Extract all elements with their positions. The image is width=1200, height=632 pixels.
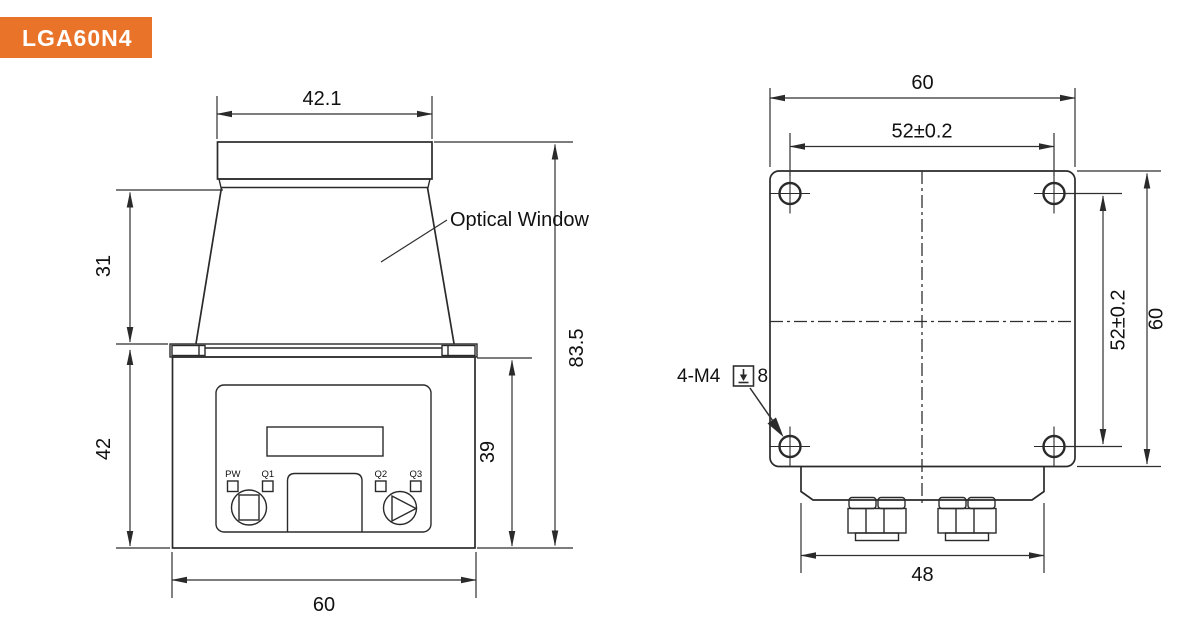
dim-body-height-value: 42 [93,438,115,460]
q3-led [409,480,422,493]
thread-callout-arrowhead [767,417,784,437]
dim-body-height: 42 [93,349,170,549]
dim-hole-spacing-horizontal-value: 52±0.2 [891,121,952,143]
dim-panel-height: 39 [477,357,532,547]
q2-led [374,480,387,493]
dim-window-height-value: 31 [93,255,115,277]
device-body [171,356,476,549]
front-panel-outline [215,384,432,533]
body-flange [169,343,478,358]
pw-label: PW [225,469,240,480]
back-view: 60 52±0.2 52±0.2 60 48 [677,72,1168,586]
cable-gland-left [847,496,907,542]
q1-led [261,480,274,493]
panel-notch [286,472,363,532]
front-panel: PW Q1 Q2 Q3 [215,384,432,533]
play-button-icon [391,494,418,523]
thread-callout-leader [749,387,776,425]
dim-total-height-value: 83.5 [566,329,588,368]
dim-gland-width: 48 [800,503,1045,586]
mounting-hole-bottom-left [770,426,810,467]
optical-window-cone [195,187,455,344]
dim-plate-width: 60 [769,72,1076,167]
q2-label: Q2 [374,469,387,480]
depth-symbol-icon [732,365,755,387]
dim-total-height: 83.5 [434,141,588,549]
dim-hole-spacing-vertical: 52±0.2 [1065,192,1130,448]
model-badge-background [0,17,152,58]
model-badge: LGA60N4 [0,17,152,58]
thread-depth-value: 8 [758,366,769,387]
dim-hole-spacing-horizontal: 52±0.2 [789,121,1055,176]
top-cap [216,141,433,180]
flange-tab-left [171,344,206,357]
q3-label: Q3 [409,469,422,480]
cap-band [218,178,431,189]
cable-gland-right [937,496,997,542]
gland-housing [800,466,1045,501]
dim-panel-height-value: 39 [477,441,499,463]
model-badge-label: LGA60N4 [22,25,133,51]
dim-plate-height-value: 60 [1146,308,1168,330]
optical-window-label: Optical Window [450,209,589,231]
stop-button [230,489,268,526]
dim-hole-spacing-vertical-value: 52±0.2 [1108,289,1130,350]
dim-cap-width-value: 42.1 [303,88,342,110]
play-button [382,490,418,526]
optical-window-callout: Optical Window [380,209,589,263]
dim-cap-width: 42.1 [216,88,433,139]
optical-window-leader [380,219,448,263]
dim-bottom-width-value: 60 [313,594,335,616]
mounting-hole-top-left [770,173,810,214]
front-view: PW Q1 Q2 Q3 42.1 31 [93,88,589,616]
dim-window-height: 31 [93,189,223,345]
dim-bottom-width: 60 [171,552,477,616]
flange-tab-right [441,344,476,357]
dim-plate-width-value: 60 [911,72,933,94]
pw-led [226,480,239,493]
dim-plate-height: 60 [1077,170,1168,468]
q1-label: Q1 [261,469,274,480]
stop-button-icon [238,494,260,521]
thread-callout: 4-M4 8 [677,365,784,437]
thread-callout-label: 4-M4 [677,366,721,387]
lcd-display [266,426,384,457]
dim-gland-width-value: 48 [911,564,933,586]
